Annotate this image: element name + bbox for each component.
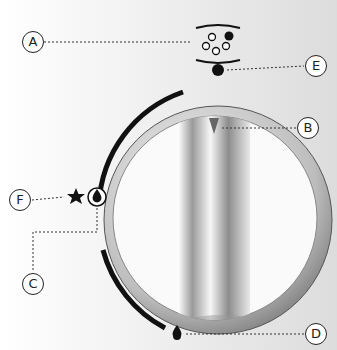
symbol-arc bbox=[196, 25, 240, 28]
drop-circle-symbol bbox=[88, 188, 106, 206]
callout-letter: C bbox=[22, 273, 44, 295]
drop-symbol bbox=[173, 325, 182, 340]
leader-line bbox=[32, 42, 304, 334]
star-symbol bbox=[67, 188, 85, 204]
spin-symbol-dot bbox=[225, 32, 234, 41]
callout-letter: A bbox=[22, 31, 44, 53]
symbol-arc bbox=[196, 60, 240, 63]
knob-shadow bbox=[150, 315, 300, 330]
callout-letter: B bbox=[297, 117, 319, 139]
knob-grip bbox=[178, 110, 250, 330]
drop-symbol bbox=[93, 189, 102, 202]
knob-ring bbox=[104, 106, 332, 334]
callout-letter: F bbox=[9, 189, 31, 211]
position-dot bbox=[212, 64, 224, 76]
pointer-mark bbox=[209, 118, 219, 134]
callout-letter: D bbox=[305, 323, 327, 345]
callout-letter: E bbox=[305, 55, 327, 77]
